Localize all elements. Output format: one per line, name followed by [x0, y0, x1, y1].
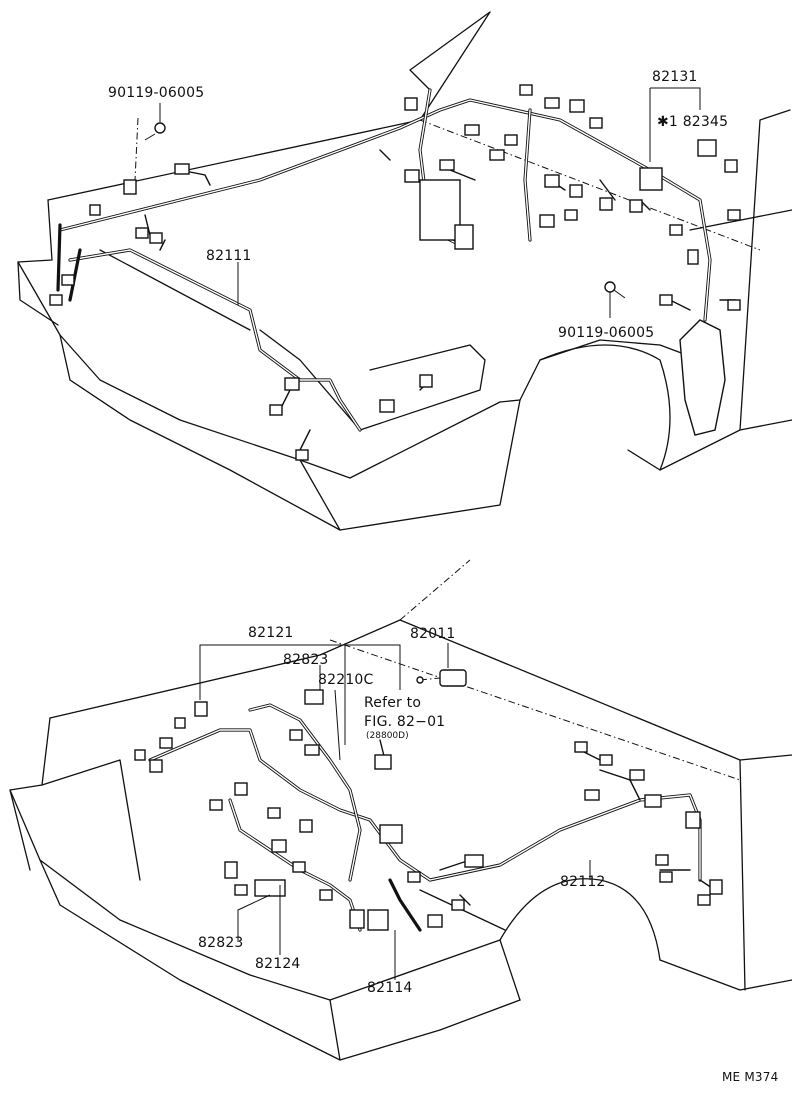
bottom-labels: 82121 82011 82823 82210C Refer to FIG. 8…: [198, 625, 606, 996]
bottom-wheel-arch: [499, 878, 661, 961]
top-radiator-support: [99, 249, 251, 331]
label-fig-ref: FIG. 82−01: [364, 714, 445, 730]
top-hood-centerline: [419, 119, 761, 251]
label-82210c: 82210C: [318, 672, 374, 688]
top-connectors: [49, 84, 741, 461]
label-fig-sub: (28800D): [366, 731, 409, 741]
label-refer-to: Refer to: [364, 695, 421, 711]
top-bumper-corner: [299, 459, 341, 531]
label-82011: 82011: [410, 626, 456, 642]
top-grille-edge: [259, 329, 361, 431]
label-bolt-right: 90119-06005: [558, 325, 654, 341]
top-bumper-upper: [17, 261, 521, 479]
label-bolt-left: 90119-06005: [108, 85, 204, 101]
socket-82011-icon: [416, 669, 467, 687]
harness-82111-left-drops: [56, 223, 82, 302]
label-82823-top: 82823: [283, 652, 329, 668]
top-windshield-edge: [409, 11, 491, 91]
top-fender-bottom: [627, 419, 792, 471]
bottom-left-corner: [9, 717, 51, 871]
harness-82111-front-run: [68, 248, 362, 432]
top-wheel-arch: [539, 344, 671, 471]
top-vehicle-view: [17, 11, 792, 531]
label-82111: 82111: [206, 248, 252, 264]
bottom-trunk-ridge: [399, 559, 471, 621]
bottom-leaders: [199, 643, 591, 980]
bottom-bumper-corner: [329, 999, 341, 1061]
top-fender-arch-start: [519, 339, 701, 401]
bottom-pillar: [739, 759, 746, 991]
bottom-trunk-top-edge: [49, 619, 401, 719]
relay-block-82345-icon: [697, 139, 717, 157]
top-grommet-block: [679, 319, 726, 436]
top-a-pillar: [739, 109, 791, 431]
bolt-left-icon: [134, 117, 166, 181]
label-82823-bottom: 82823: [198, 935, 244, 951]
bottom-connectors: [134, 689, 723, 931]
harness-82114-run: [388, 878, 422, 932]
label-82131: 82131: [652, 69, 698, 85]
bottom-bumper-upper: [9, 789, 501, 1001]
bottom-rocker: [659, 959, 792, 991]
bottom-deck-right-edge: [399, 619, 792, 761]
top-bumper-lower: [59, 334, 521, 531]
label-82124: 82124: [255, 956, 301, 972]
figure-code: ME M374: [722, 1070, 778, 1084]
bottom-lamp-panel: [41, 759, 141, 881]
top-left-corner: [17, 199, 59, 326]
top-fender-top: [689, 209, 792, 231]
label-82114: 82114: [367, 980, 413, 996]
top-leaders: [159, 87, 701, 318]
top-headlamp: [359, 344, 486, 431]
top-labels: 90119-06005 82111 82131 ✱1 82345 90119-0…: [108, 69, 728, 341]
bottom-vehicle-view: [9, 559, 792, 1061]
bolt-right-icon: [604, 281, 626, 299]
label-82121: 82121: [248, 625, 294, 641]
label-82112: 82112: [560, 874, 606, 890]
label-82345: ✱1 82345: [657, 114, 728, 130]
bottom-bumper-lower: [39, 859, 521, 1061]
bottom-quarter-edge: [419, 889, 521, 1001]
